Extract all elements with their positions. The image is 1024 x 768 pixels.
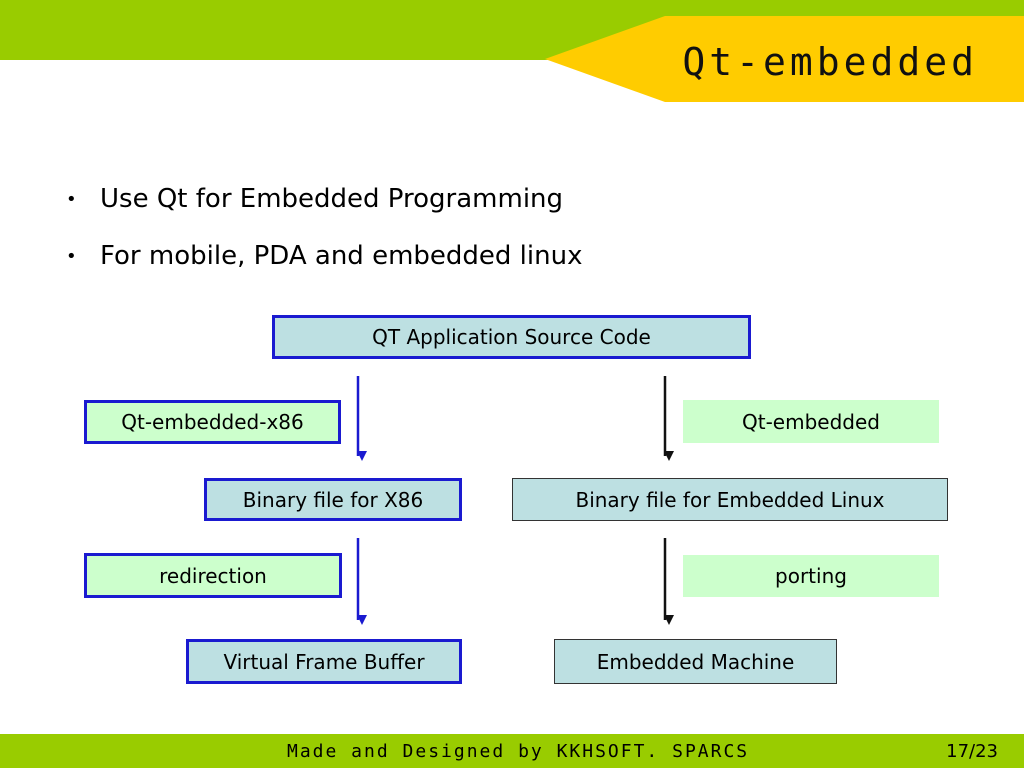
slide-title: Qt-embedded [682, 40, 978, 84]
page-number: 17/23 [946, 741, 998, 762]
bullet-item: • For mobile, PDA and embedded linux [66, 241, 582, 298]
qt-embedded-x86-label: Qt-embedded-x86 [84, 400, 341, 444]
bullet-item: • Use Qt for Embedded Programming [66, 184, 582, 241]
source-code-box: QT Application Source Code [272, 315, 751, 359]
bullet-marker: • [66, 189, 77, 210]
qt-embedded-label: Qt-embedded [683, 400, 939, 443]
porting-label: porting [683, 555, 939, 597]
bullet-marker: • [66, 246, 77, 267]
binary-embedded-linux-box: Binary file for Embedded Linux [512, 478, 948, 521]
bullet-list: • Use Qt for Embedded Programming • For … [66, 184, 582, 298]
bullet-text: Use Qt for Embedded Programming [100, 184, 564, 214]
virtual-frame-buffer-box: Virtual Frame Buffer [186, 639, 462, 684]
binary-x86-box: Binary file for X86 [204, 478, 462, 521]
bullet-text: For mobile, PDA and embedded linux [100, 241, 583, 271]
redirection-label: redirection [84, 553, 342, 598]
embedded-machine-box: Embedded Machine [554, 639, 837, 684]
footer-band [0, 734, 1024, 768]
footer-credit: Made and Designed by KKHSOFT. SPARCS [287, 741, 750, 762]
